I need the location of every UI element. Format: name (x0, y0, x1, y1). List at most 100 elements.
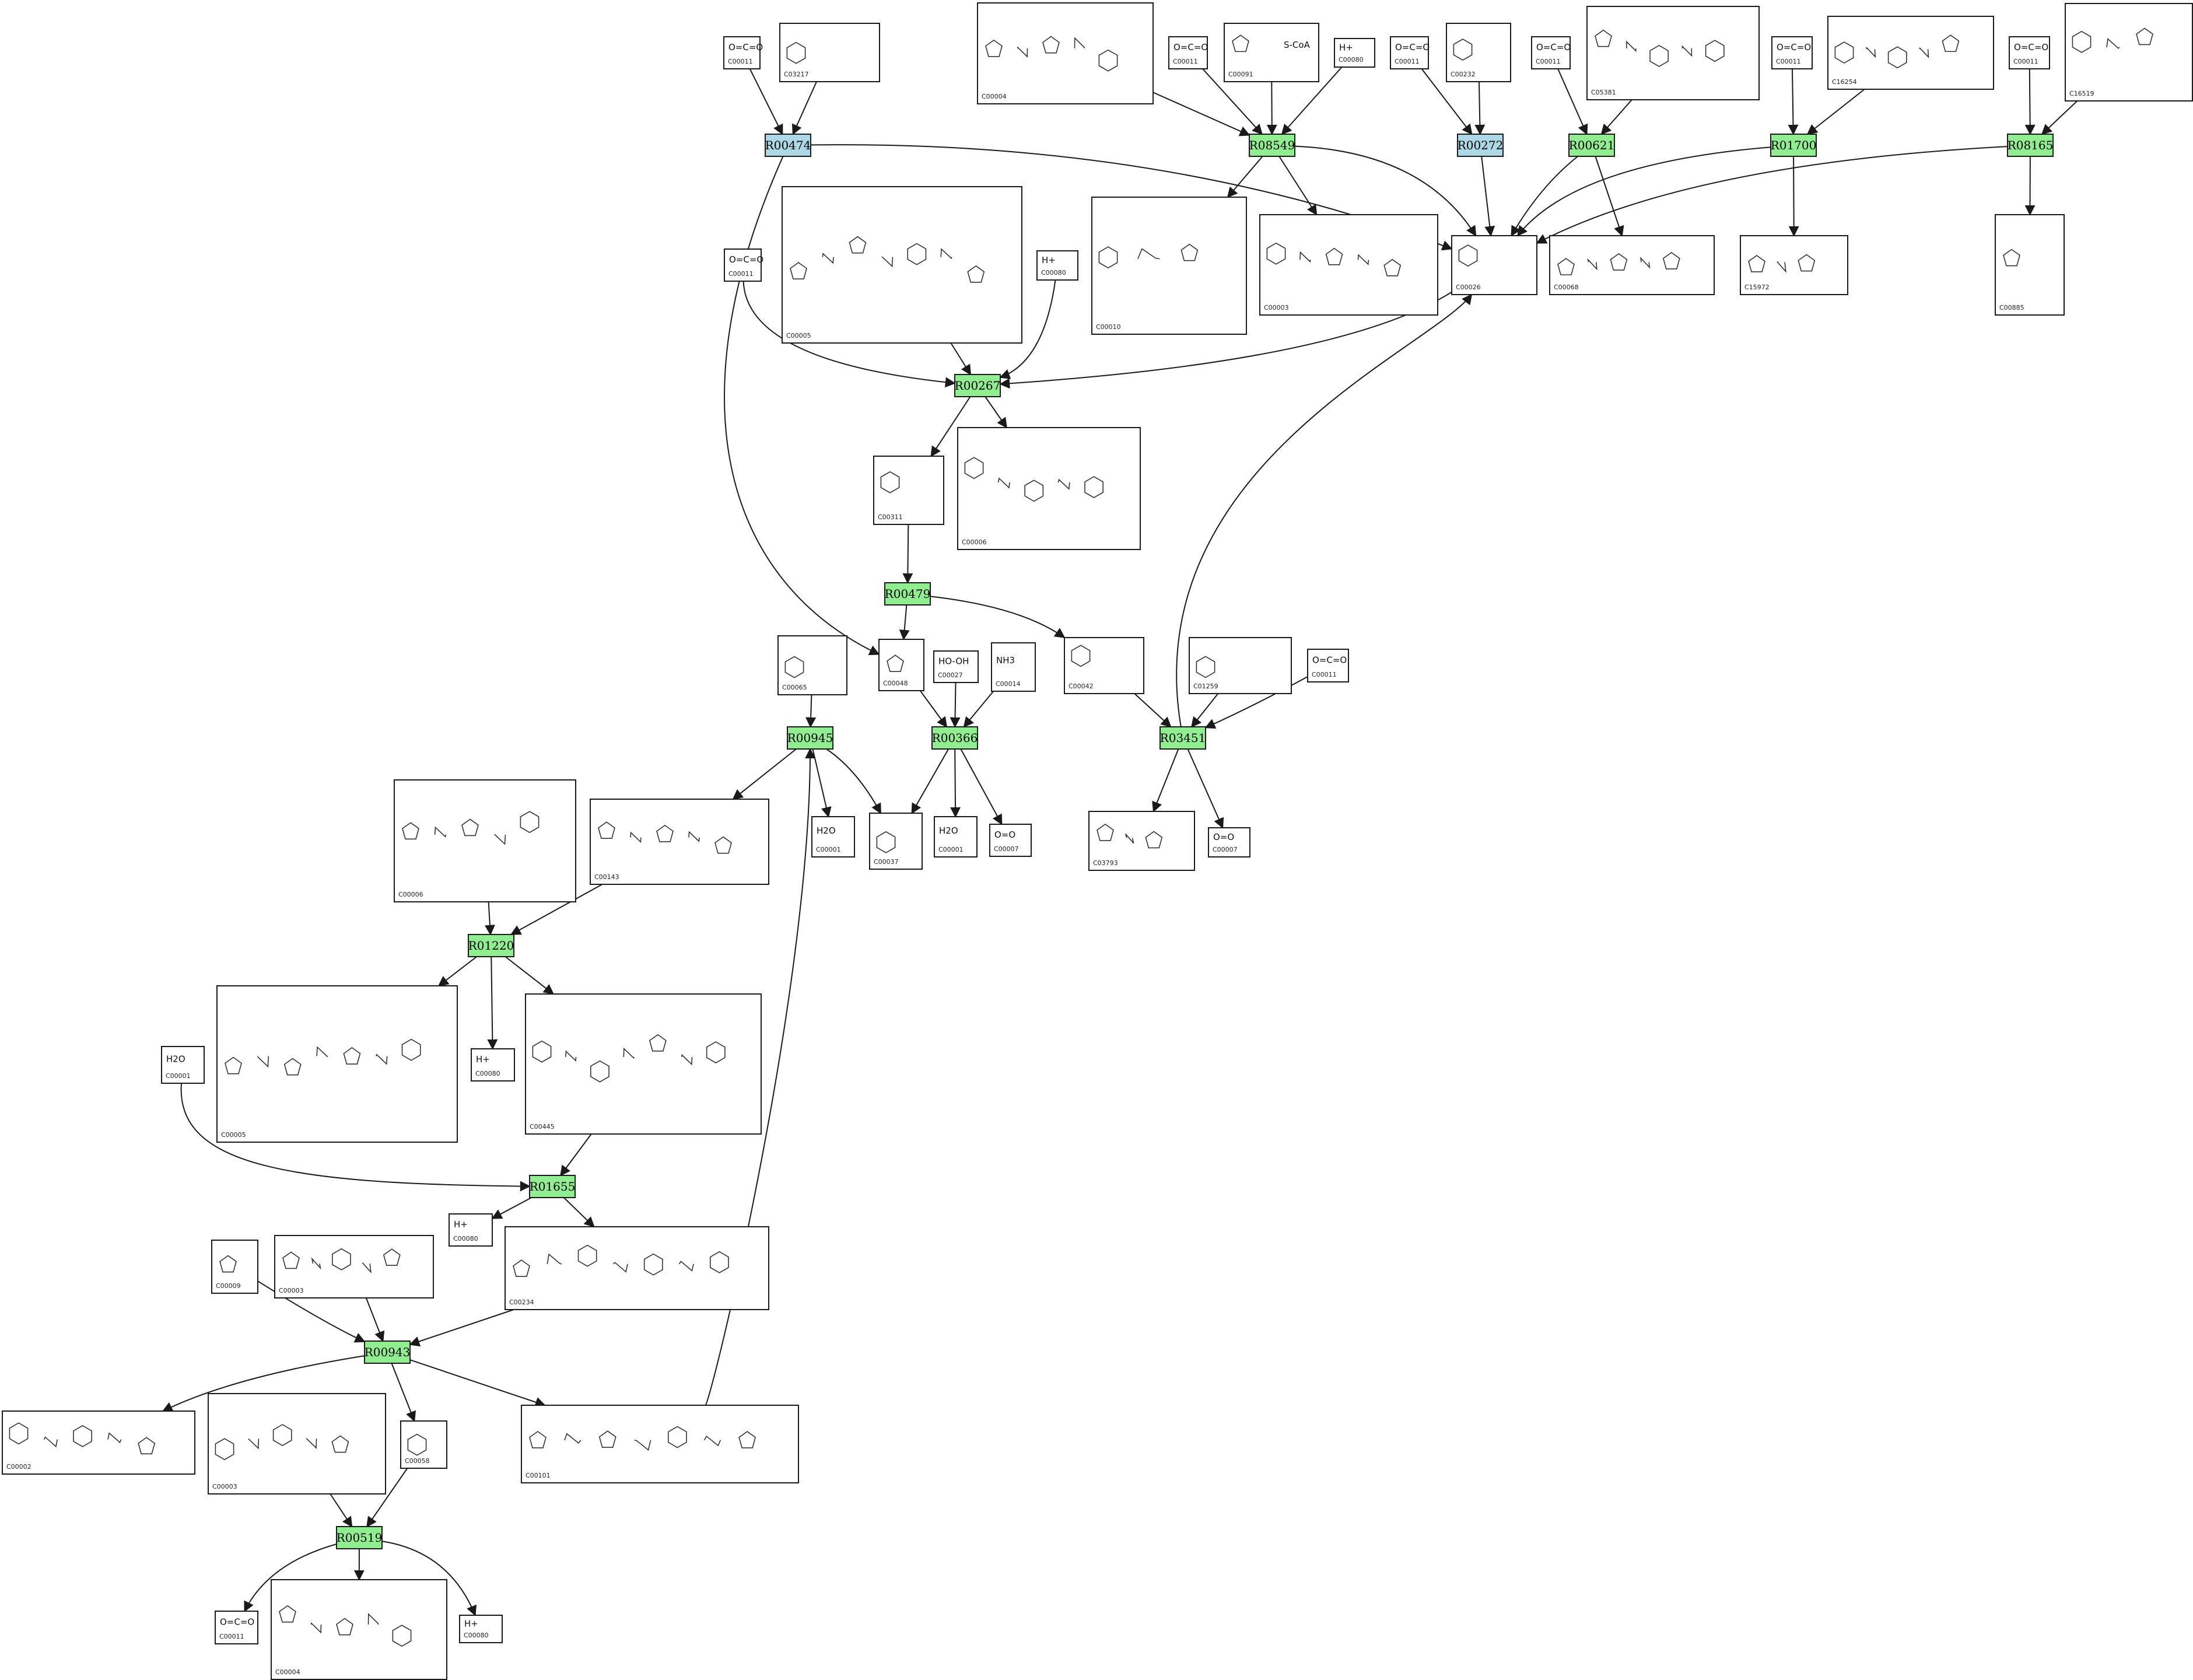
compound-C00003[interactable]: C00003 (1259, 214, 1438, 316)
reaction-R00474[interactable]: R00474 (765, 134, 811, 157)
structure-chain (630, 831, 642, 844)
compound-C00445[interactable]: C00445 (525, 993, 762, 1135)
compound-C00006[interactable]: C00006 (957, 427, 1141, 550)
compound-C00080[interactable]: H+C00080 (1334, 38, 1375, 68)
reaction-R00945[interactable]: R00945 (787, 726, 833, 750)
compound-C00004[interactable]: C00004 (271, 1579, 447, 1680)
compound-box (1189, 637, 1292, 694)
compound-id-label: C00011 (1536, 58, 1561, 65)
compound-C00003[interactable]: C00003 (208, 1393, 386, 1494)
compound-C00002[interactable]: C00002 (2, 1410, 195, 1475)
reaction-R01655[interactable]: R01655 (529, 1175, 576, 1198)
compound-C00068[interactable]: C00068 (1549, 235, 1715, 295)
compound-box (1995, 214, 2065, 316)
compound-C00885[interactable]: C00885 (1995, 214, 2065, 316)
compound-C00101[interactable]: C00101 (521, 1405, 799, 1483)
compound-formula: O=O (1213, 832, 1234, 842)
compound-C00232[interactable]: C00232 (1446, 23, 1511, 82)
reaction-R00366[interactable]: R00366 (931, 726, 978, 750)
compound-id-label: C00042 (1069, 682, 1094, 690)
compound-C00006[interactable]: C00006 (394, 779, 576, 902)
compound-C00234[interactable]: C00234 (505, 1226, 769, 1310)
compound-C00065[interactable]: C00065 (777, 635, 847, 695)
compound-C01259[interactable]: C01259 (1189, 637, 1292, 694)
compound-box (1091, 197, 1247, 335)
reaction-R00621[interactable]: R00621 (1568, 134, 1615, 157)
compound-id-label: C00065 (782, 684, 807, 691)
compound-C00037[interactable]: C00037 (869, 813, 923, 870)
compound-C03217[interactable]: C03217 (779, 23, 880, 82)
compound-C00010[interactable]: C00010 (1091, 197, 1247, 335)
compound-C00004[interactable]: C00004 (977, 2, 1154, 104)
structure-chain (822, 253, 834, 264)
compound-C00048[interactable]: C00048 (878, 639, 924, 691)
edge-R01655-to-c234 (563, 1197, 595, 1228)
reaction-R00272[interactable]: R00272 (1457, 134, 1504, 157)
reaction-box (1770, 134, 1817, 157)
reaction-R00479[interactable]: R00479 (884, 582, 931, 606)
compound-id-label: C00143 (594, 873, 619, 881)
compound-C00003[interactable]: C00003 (274, 1235, 434, 1298)
compound-C16254[interactable]: C16254 (1827, 16, 1994, 90)
reaction-R01220[interactable]: R01220 (468, 934, 514, 957)
compound-C03793[interactable]: C03793 (1088, 811, 1195, 871)
compound-C05381[interactable]: C05381 (1586, 6, 1760, 100)
compound-id-label: C00001 (166, 1072, 191, 1080)
edge-R00943-to-c101 (409, 1359, 546, 1408)
compound-C00311[interactable]: C00311 (873, 456, 944, 525)
compound-C00080[interactable]: H+C00080 (1036, 250, 1078, 281)
compound-C00080[interactable]: H+C00080 (449, 1213, 493, 1247)
reaction-R00267[interactable]: R00267 (954, 374, 1001, 397)
reaction-R03451[interactable]: R03451 (1159, 726, 1206, 750)
reaction-R08549[interactable]: R08549 (1249, 134, 1295, 157)
compound-id-label: C16519 (2069, 90, 2094, 97)
compound-box (2009, 36, 2050, 69)
edge-R01220-to-c005b (437, 956, 477, 987)
compound-C00005[interactable]: C00005 (216, 985, 458, 1143)
compound-id-label: C00005 (786, 332, 811, 340)
compound-box (449, 1213, 493, 1247)
reaction-R00519[interactable]: R00519 (336, 1526, 383, 1549)
compound-C00143[interactable]: C00143 (590, 799, 769, 885)
reaction-R01700[interactable]: R01700 (1770, 134, 1817, 157)
compound-C00042[interactable]: C00042 (1064, 637, 1144, 694)
compound-C00080[interactable]: H+C00080 (471, 1048, 515, 1082)
compound-C16519[interactable]: C16519 (2065, 3, 2193, 102)
compound-formula: NH3 (996, 655, 1015, 666)
compound-id-label: C00234 (509, 1298, 534, 1306)
compound-id-label: C00011 (1173, 58, 1198, 65)
compound-C00005[interactable]: C00005 (782, 186, 1022, 344)
reaction-box (336, 1526, 383, 1549)
structure-chain (997, 477, 1010, 489)
compound-C00080[interactable]: H+C00080 (459, 1615, 503, 1643)
reaction-id-label: R00479 (885, 587, 931, 601)
edge-c001c-to-R01655 (180, 1083, 531, 1192)
edge-c080a-to-R08549 (1281, 66, 1343, 135)
reaction-R00943[interactable]: R00943 (364, 1340, 411, 1364)
compound-C00026[interactable]: C00026 (1451, 235, 1537, 295)
compound-box (216, 985, 458, 1143)
reaction-R08165[interactable]: R08165 (2007, 134, 2054, 157)
compound-formula: H+ (1339, 43, 1353, 53)
compound-C15972[interactable]: C15972 (1740, 235, 1848, 295)
compound-C00058[interactable]: C00058 (400, 1420, 447, 1469)
compound-C00009[interactable]: C00009 (211, 1240, 258, 1294)
compound-formula: O=C=O (729, 254, 763, 265)
